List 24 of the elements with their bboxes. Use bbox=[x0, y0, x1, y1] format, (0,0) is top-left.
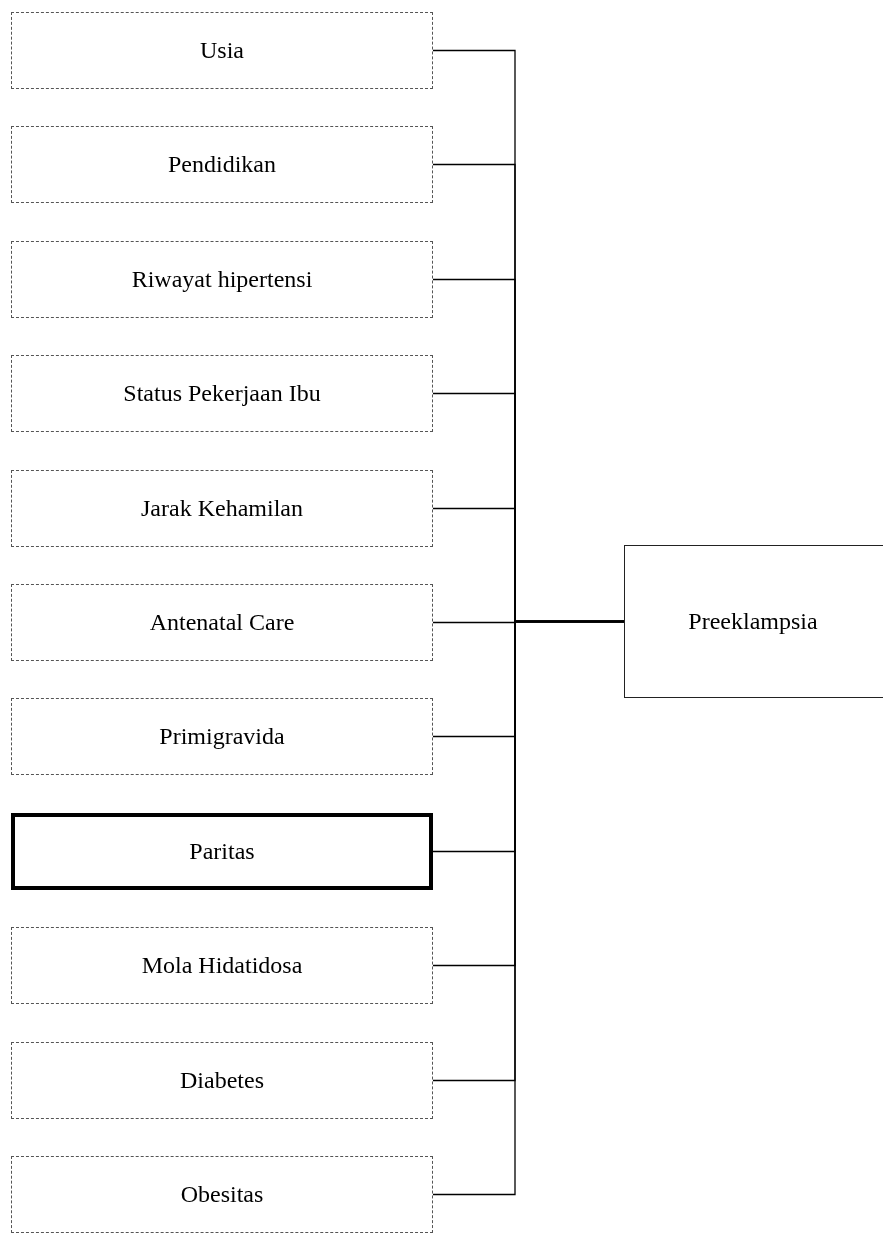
box-label: Preeklampsia bbox=[688, 608, 818, 635]
factor-box bbox=[11, 584, 433, 661]
box-label: Mola Hidatidosa bbox=[141, 952, 303, 979]
box-label: Status Pekerjaan Ibu bbox=[123, 380, 321, 407]
box-label: Jarak Kehamilan bbox=[141, 495, 303, 522]
factor-box bbox=[11, 1156, 433, 1233]
box-label: Obesitas bbox=[180, 1181, 264, 1208]
outcome-box bbox=[624, 545, 883, 698]
box-label: Primigravida bbox=[159, 723, 285, 750]
factor-box bbox=[11, 355, 433, 432]
factor-box bbox=[11, 1042, 433, 1119]
factor-box bbox=[11, 813, 433, 890]
box-label: Paritas bbox=[189, 838, 255, 865]
box-label: Riwayat hipertensi bbox=[131, 266, 313, 293]
box-label: Pendidikan bbox=[168, 151, 276, 178]
factor-box bbox=[11, 241, 433, 318]
factor-box bbox=[11, 126, 433, 203]
factor-box bbox=[11, 927, 433, 1004]
factor-box bbox=[11, 12, 433, 89]
factor-box bbox=[11, 470, 433, 547]
box-label: Antenatal Care bbox=[149, 609, 295, 636]
box-label: Diabetes bbox=[180, 1067, 264, 1094]
box-label: Usia bbox=[200, 37, 244, 64]
factor-box bbox=[11, 698, 433, 775]
